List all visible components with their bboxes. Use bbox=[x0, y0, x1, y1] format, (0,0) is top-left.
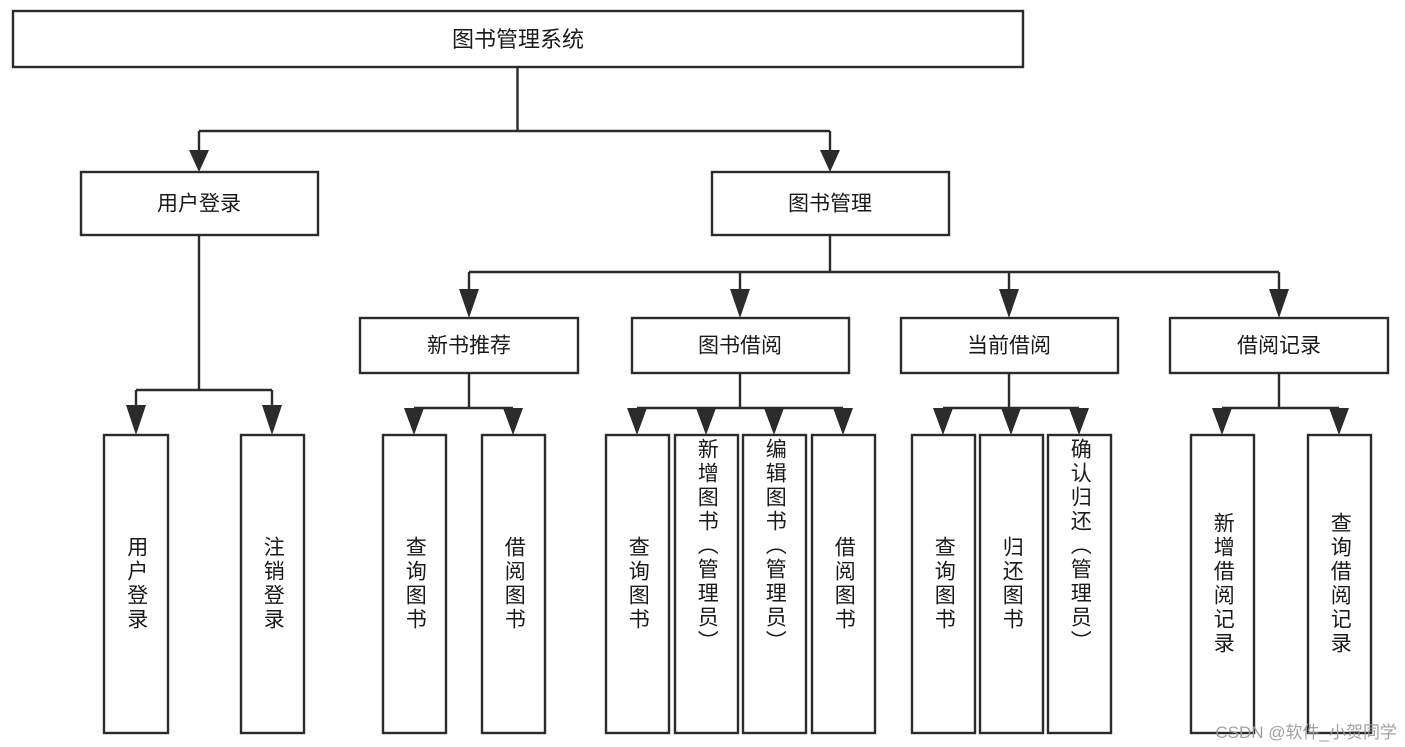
node-leaf-add-book[interactable] bbox=[673, 433, 740, 735]
node-leaf-return-book[interactable] bbox=[978, 433, 1045, 735]
node-leaf-user-login[interactable] bbox=[102, 433, 170, 735]
connector-group-book-borrow bbox=[627, 373, 853, 435]
arrowhead-leaf-query-book-1 bbox=[404, 408, 424, 435]
arrowhead-leaf-confirm-return bbox=[1069, 408, 1089, 435]
node-borrow-record[interactable] bbox=[1168, 316, 1390, 375]
connector-group-root bbox=[189, 67, 840, 172]
node-user-login[interactable] bbox=[79, 170, 320, 237]
arrowhead-new-book-rec bbox=[459, 289, 479, 318]
arrowhead-leaf-query-book-2 bbox=[627, 408, 647, 435]
node-new-book-rec-label: 新书推荐 bbox=[427, 335, 511, 358]
node-new-book-rec[interactable] bbox=[358, 316, 580, 375]
node-leaf-query-book-3[interactable] bbox=[910, 433, 977, 735]
connector-group-user-login bbox=[126, 235, 282, 435]
node-leaf-query-book-2[interactable] bbox=[604, 433, 671, 735]
node-root[interactable] bbox=[11, 9, 1025, 69]
node-leaf-confirm-return[interactable] bbox=[1046, 433, 1113, 735]
arrowhead-leaf-return-book bbox=[1001, 408, 1021, 435]
arrowhead-leaf-user-login bbox=[126, 405, 146, 435]
arrowhead-user-login bbox=[189, 150, 209, 172]
node-current-borrow[interactable] bbox=[899, 316, 1120, 375]
node-book-manage-label: 图书管理 bbox=[788, 193, 872, 216]
node-book-manage[interactable] bbox=[710, 170, 951, 237]
arrowhead-leaf-query-book-3 bbox=[933, 408, 953, 435]
node-root-label: 图书管理系统 bbox=[452, 27, 584, 52]
arrowhead-borrow-record bbox=[1269, 289, 1289, 318]
arrowhead-leaf-logout bbox=[262, 405, 282, 435]
connector-group-book-manage bbox=[459, 235, 1289, 318]
node-book-borrow[interactable] bbox=[630, 316, 851, 375]
arrowhead-leaf-add-record bbox=[1212, 408, 1232, 435]
node-leaf-logout[interactable] bbox=[239, 433, 306, 735]
node-leaf-query-book-1[interactable] bbox=[381, 433, 448, 735]
node-user-login-label: 用户登录 bbox=[157, 193, 241, 216]
connector-group-current-borrow bbox=[933, 373, 1089, 435]
node-book-borrow-label: 图书借阅 bbox=[698, 335, 782, 358]
connector-group-borrow-record bbox=[1212, 373, 1349, 435]
arrowhead-book-borrow bbox=[730, 289, 750, 318]
arrowhead-leaf-edit-book bbox=[764, 408, 784, 435]
arrowhead-leaf-add-book bbox=[696, 408, 716, 435]
node-leaf-borrow-book-2[interactable] bbox=[810, 433, 877, 735]
arrowhead-leaf-query-record bbox=[1329, 408, 1349, 435]
node-leaf-borrow-book-1[interactable] bbox=[480, 433, 547, 735]
arrowhead-leaf-borrow-book-2 bbox=[833, 408, 853, 435]
node-current-borrow-label: 当前借阅 bbox=[967, 335, 1051, 358]
arrowhead-current-borrow bbox=[999, 289, 1019, 318]
node-borrow-record-label: 借阅记录 bbox=[1237, 335, 1321, 358]
arrowhead-leaf-borrow-book-1 bbox=[503, 408, 523, 435]
connector-group-new-book-rec bbox=[404, 373, 523, 435]
node-leaf-add-record[interactable] bbox=[1189, 433, 1256, 735]
node-leaf-edit-book[interactable] bbox=[741, 433, 808, 735]
node-leaf-query-record[interactable] bbox=[1306, 433, 1373, 735]
arrowhead-book-manage bbox=[820, 150, 840, 172]
